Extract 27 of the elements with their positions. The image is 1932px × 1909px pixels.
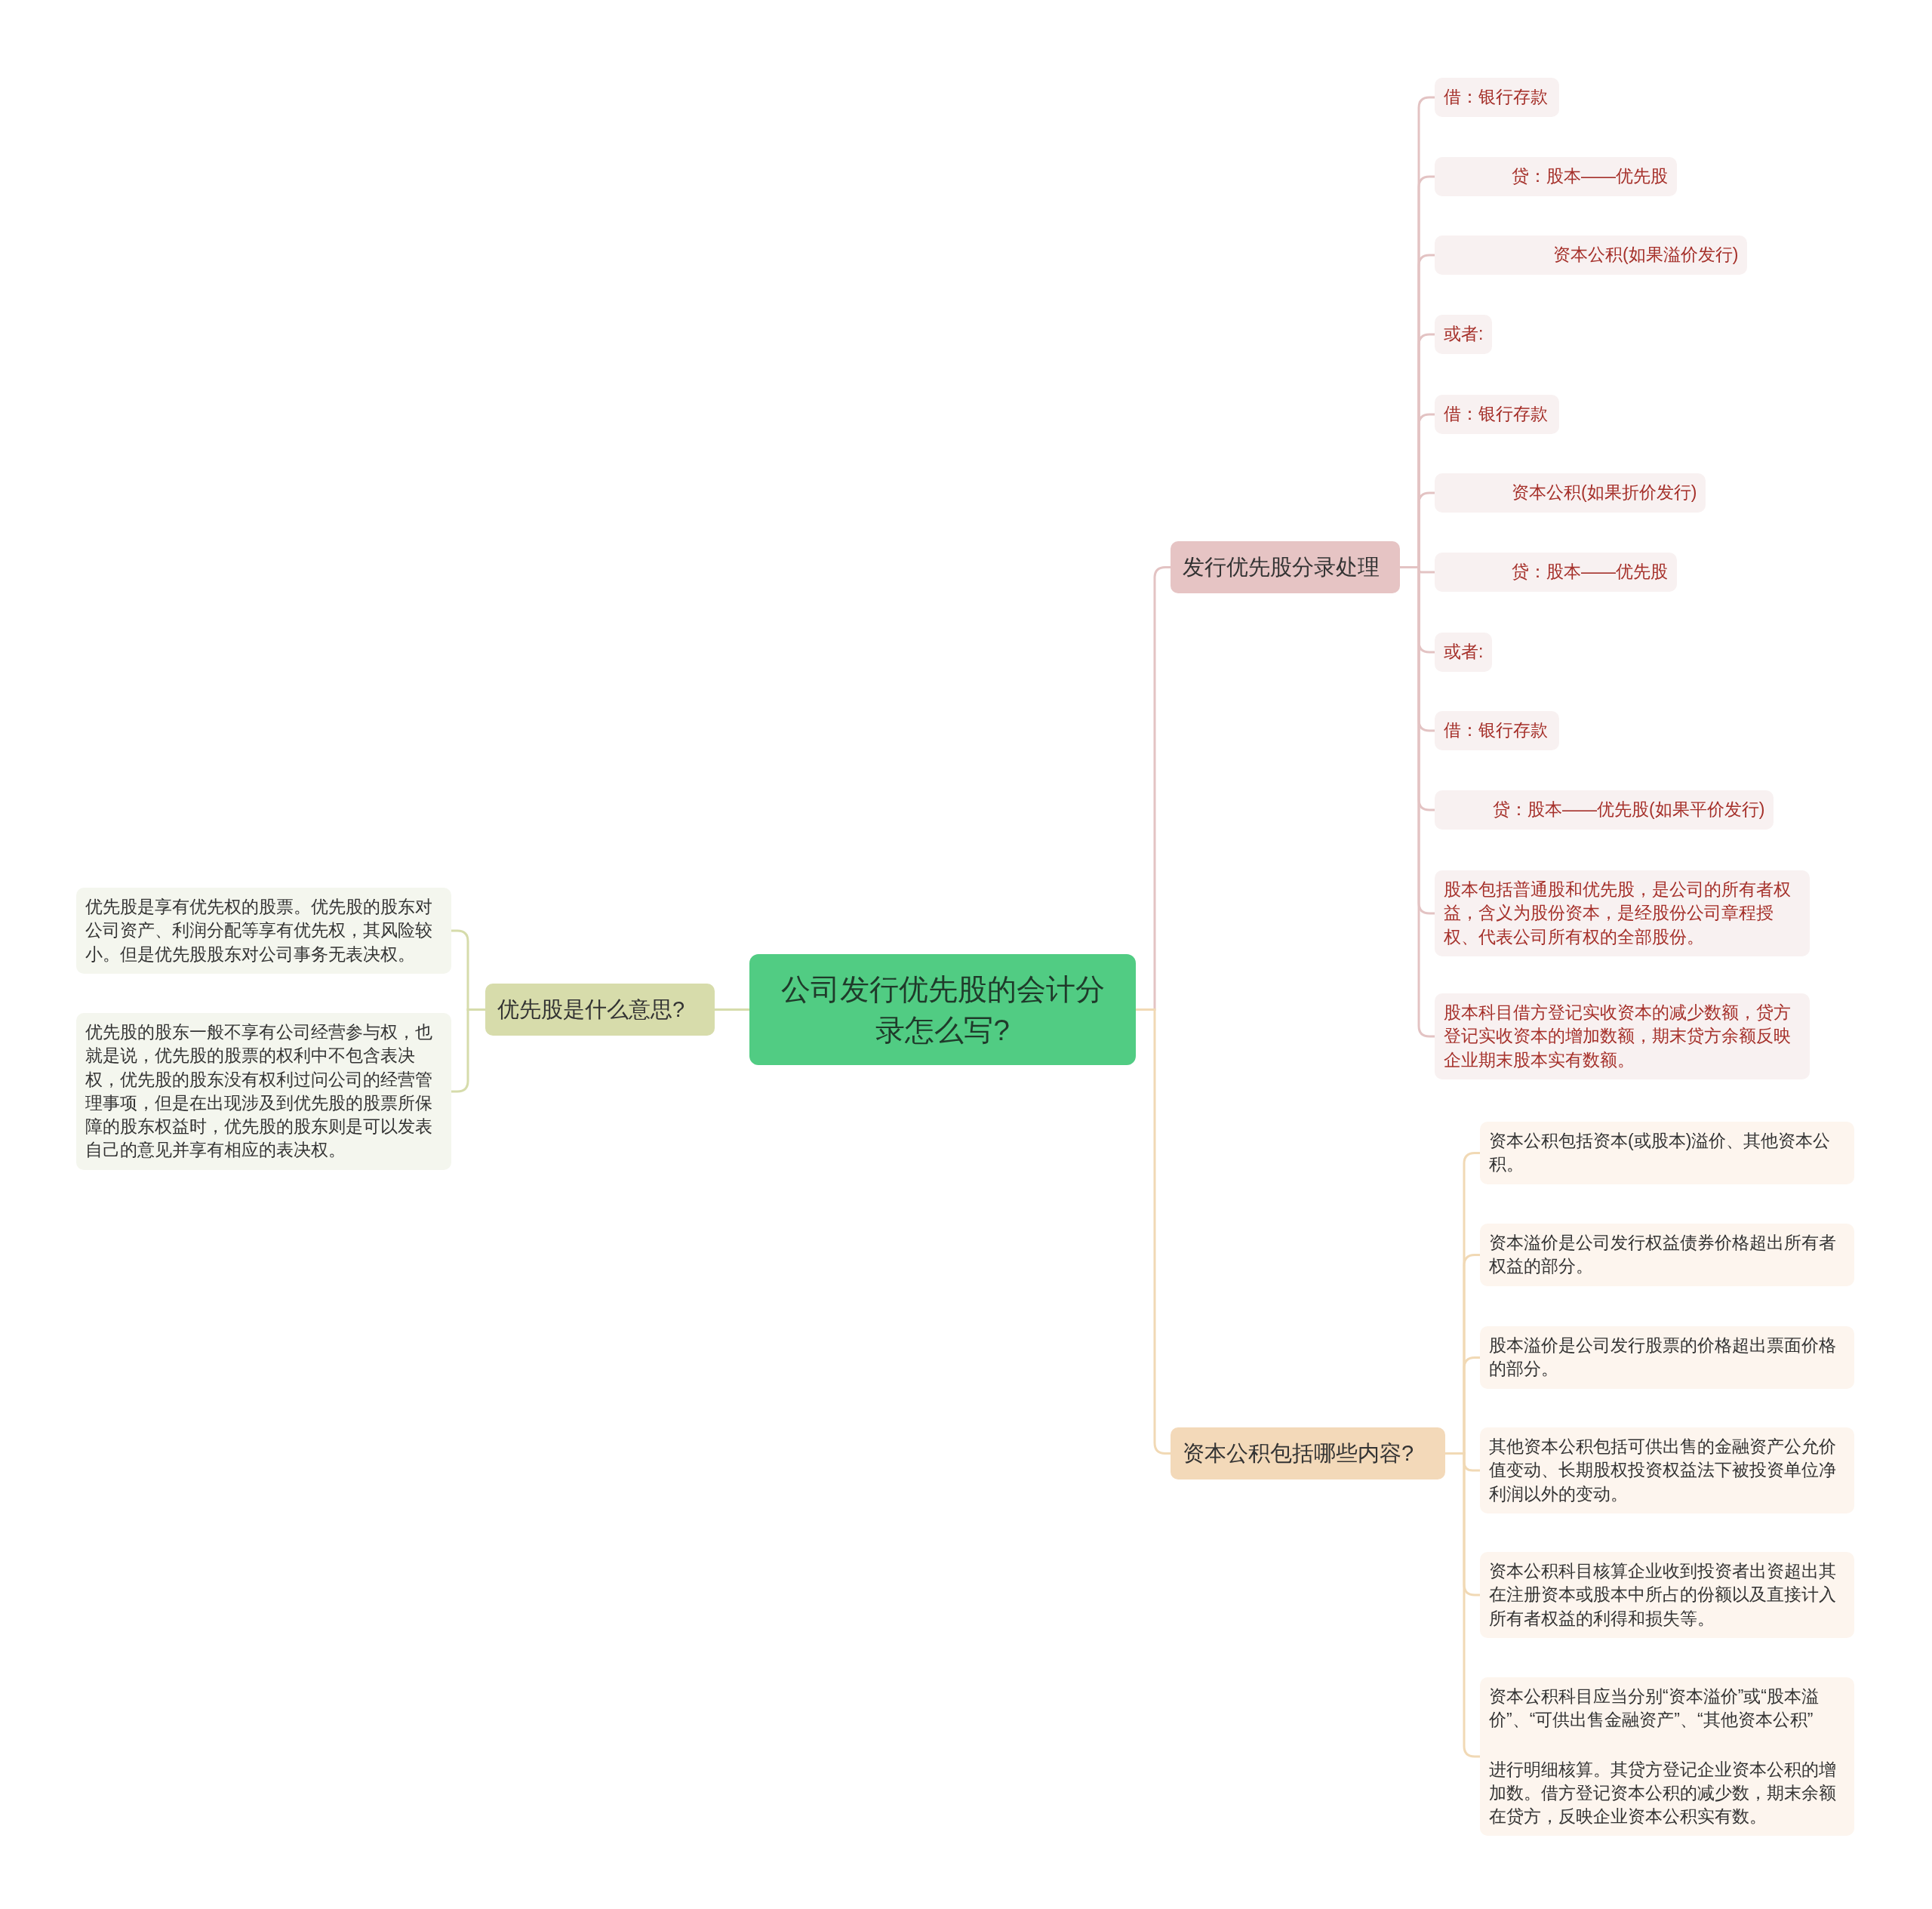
connector-line	[1445, 1452, 1480, 1758]
topic-card: 贷：股本——优先股	[1435, 553, 1677, 592]
topic-card: 优先股是享有优先权的股票。优先股的股东对公司资产、利润分配等享有优先权，其风险较小。但是优先股股东对公司事务无表决权。	[76, 888, 451, 974]
topic-card: 其他资本公积包括可供出售的金融资产公允价值变动、长期股权投资权益法下被投资单位净利润以外的变动。	[1480, 1427, 1854, 1513]
topic-card: 资本公积科目应当分别“资本溢价”或“股本溢价”、“可供出售金融资产”、“其他资本公积” 进行明细核算。其贷方登记企业资本公积的增加数。借方登记资本公积的减少数，期末余额在贷方，反映企业资本公积实有数。	[1480, 1677, 1854, 1837]
topic-card: 借：银行存款	[1435, 78, 1559, 117]
topic-card: 资本公积包括资本(或股本)溢价、其他资本公积。	[1480, 1122, 1854, 1184]
topic-card: 优先股的股东一般不享有公司经营参与权，也就是说，优先股的股票的权利中不包含表决权，优先股的股东没有权利过问公司的经营管理事项，但是在出现涉及到优先股的股票所保障的股东权益时，优先股的股东则是可以发表自己的意见并享有相应的表决权。	[76, 1013, 451, 1170]
topic-card: 股本科目借方登记实收资本的减少数额，贷方登记实收资本的增加数额，期末贷方余额反映企业期末股本实有数额。	[1435, 993, 1810, 1079]
topic-card: 资本公积科目核算企业收到投资者出资超出其在注册资本或股本中所占的份额以及直接计入所有者权益的利得和损失等。	[1480, 1552, 1854, 1638]
topic-card: 借：银行存款	[1435, 711, 1559, 750]
topic-card: 或者:	[1435, 315, 1493, 354]
branch-topic: 资本公积包括哪些内容?	[1171, 1427, 1445, 1479]
topic-card: 股本溢价是公司发行股票的价格超出票面价格的部分。	[1480, 1326, 1854, 1389]
topic-card: 贷：股本——优先股	[1435, 157, 1677, 196]
topic-card: 资本公积(如果折价发行)	[1435, 473, 1706, 513]
topic-card: 借：银行存款	[1435, 395, 1559, 434]
topic-card: 贷：股本——优先股(如果平价发行)	[1435, 790, 1774, 830]
topic-card: 资本溢价是公司发行权益债券价格超出所有者权益的部分。	[1480, 1224, 1854, 1286]
topic-card: 股本包括普通股和优先股，是公司的所有者权益，含义为股份资本，是经股份公司章程授权、代表公司所有权的全部股份。	[1435, 870, 1810, 956]
root-topic: 公司发行优先股的会计分录怎么写?	[749, 954, 1136, 1065]
connector-line	[715, 1008, 749, 1011]
topic-card: 资本公积(如果溢价发行)	[1435, 236, 1748, 275]
topic-card: 或者:	[1435, 633, 1493, 672]
branch-topic: 优先股是什么意思?	[485, 984, 715, 1036]
branch-topic: 发行优先股分录处理	[1171, 541, 1400, 593]
connector-line	[1136, 1008, 1171, 1455]
